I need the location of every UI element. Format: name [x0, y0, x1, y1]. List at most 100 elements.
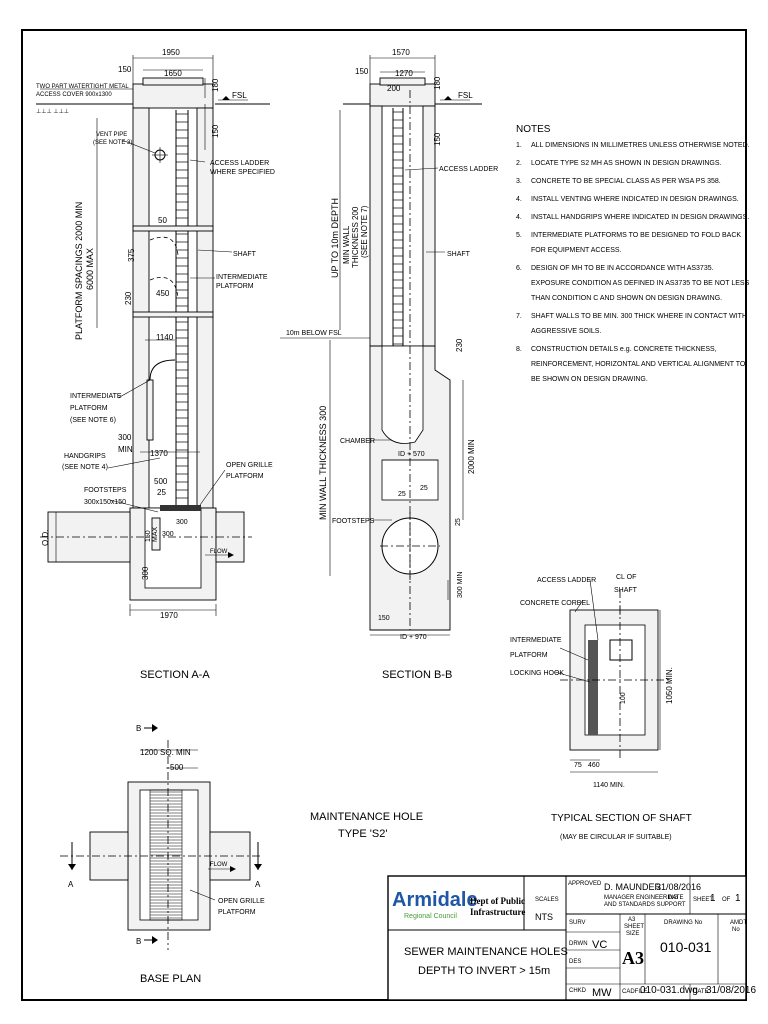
bb-below-fsl: 10m BELOW FSL — [286, 330, 342, 337]
note-line: ALL DIMENSIONS IN MILLIMETRES UNLESS OTH… — [531, 142, 750, 149]
center-title-1: MAINTENANCE HOLE — [310, 811, 423, 823]
bb-ladder-label: ACCESS LADDER — [439, 166, 498, 173]
note-number: 4. — [516, 196, 522, 203]
aa-dim-300d: 300 — [141, 566, 150, 580]
bb-dim-150c: 150 — [378, 615, 390, 622]
bp-title: BASE PLAN — [140, 973, 201, 985]
bb-footsteps: FOOTSTEPS — [332, 518, 375, 525]
note-number: 3. — [516, 178, 522, 185]
aa-vent-label-1: VENT PIPE — [96, 132, 127, 138]
note-line: INSTALL HANDGRIPS WHERE INDICATED IN DES… — [531, 214, 749, 221]
aa-dim-1970: 1970 — [160, 611, 178, 620]
bb-dim-150: 150 — [355, 67, 369, 76]
note-line: BE SHOWN ON DESIGN DRAWING. — [531, 376, 648, 383]
notes-block: NOTES 1. ALL DIMENSIONS IN MILLIMETRES UN… — [516, 124, 750, 383]
center-title-2: TYPE 'S2' — [338, 828, 387, 840]
bp-dim-500: 500 — [170, 763, 184, 772]
note-line: CONSTRUCTION DETAILS e.g. CONCRETE THICK… — [531, 346, 717, 353]
base-plan — [60, 724, 262, 950]
a3-label-2: SHEET — [624, 924, 644, 930]
note-line: CONCRETE TO BE SPECIAL CLASS AS PER WSA … — [531, 178, 721, 185]
aa-dim-450: 450 — [156, 289, 170, 298]
sheet-border — [21, 29, 747, 1001]
bb-dim-2000: 2000 MIN — [467, 439, 476, 474]
bb-dim-25b: 25 — [420, 485, 428, 492]
drwn-value: VC — [592, 939, 607, 951]
aa-dim-150: 150 — [118, 65, 132, 74]
shaft-dim-1140: 1140 MIN. — [593, 782, 625, 789]
bb-dim-25c: 25 — [455, 518, 462, 526]
note-number: 1. — [516, 142, 522, 149]
shaft-hook: LOCKING HOOK — [510, 670, 564, 677]
aa-footsteps-1: FOOTSTEPS — [84, 487, 127, 494]
aa-handgrips-2: (SEE NOTE 4) — [62, 464, 108, 471]
drawing-title-2: DEPTH TO INVERT > 15m — [418, 965, 550, 977]
shaft-cl-1: CL OF — [616, 574, 636, 581]
bb-shaft-label: SHAFT — [447, 251, 471, 258]
bb-dim-300min: 300 MIN — [457, 572, 464, 598]
bp-a-right: A — [255, 880, 261, 889]
aa-dim-230: 230 — [124, 291, 133, 305]
approved-name: D. MAUNDER — [604, 882, 662, 892]
base-plan-labels: B B A A 1200 SQ. MIN 500 FLOW OPEN GRILL… — [68, 724, 265, 985]
shaft-section-labels: ACCESS LADDER CL OF SHAFT CONCRETE CORBE… — [510, 574, 692, 841]
aa-spacing-label-2: 6000 MAX — [85, 248, 95, 290]
scales-label: SCALES — [535, 897, 559, 903]
aa-dim-min: MIN — [118, 445, 133, 454]
aa-flow: FLOW — [210, 549, 228, 555]
bp-dim-1200: 1200 SQ. MIN — [140, 748, 191, 757]
drwn-label: DRWN — [569, 941, 588, 947]
chkd-label: CHKD — [569, 988, 587, 994]
bb-wall-300: MIN WALL THICKNESS 300 — [318, 406, 328, 520]
shaft-ladder-label: ACCESS LADDER — [537, 577, 596, 584]
aa-dim-1650: 1650 — [164, 69, 182, 78]
bb-wall-label-2: THICKNESS 200 — [351, 206, 360, 268]
bb-wall-label-1: MIN WALL — [342, 225, 351, 264]
shaft-dim-100: 100 — [620, 692, 627, 704]
date2: 31/08/2016 — [706, 985, 756, 996]
note-line: THAN CONDITION C AND SHOWN ON DESIGN DRA… — [531, 295, 722, 302]
amdt-label-2: No — [732, 927, 740, 933]
aa-ladder-label-2: WHERE SPECIFIED — [210, 169, 275, 176]
typical-shaft-section — [554, 579, 672, 773]
dept-line-2: Infrastructure — [470, 907, 525, 917]
shaft-title-2: (MAY BE CIRCULAR IF SUITABLE) — [560, 834, 672, 841]
note-number: 5. — [516, 232, 522, 239]
note-line: SHAFT WALLS TO BE MIN. 300 THICK WHERE I… — [531, 313, 747, 320]
shaft-title-1: TYPICAL SECTION OF SHAFT — [551, 813, 692, 824]
aa-dim-375: 375 — [127, 248, 136, 262]
bb-id570: ID + 570 — [398, 451, 425, 458]
section-b-b — [280, 55, 482, 636]
bb-depth-label: UP TO 10m DEPTH — [330, 198, 340, 278]
shaft-dim-75: 75 — [574, 762, 582, 769]
bb-dim-230: 230 — [455, 338, 464, 352]
aa-grille-1: OPEN GRILLE — [226, 462, 273, 469]
shaft-dim-1050: 1050 MIN. — [665, 667, 674, 704]
shaft-int-1: INTERMEDIATE — [510, 637, 562, 644]
bb-dim-25: 25 — [398, 491, 406, 498]
section-b-b-labels: 1570 150 1270 200 180 FSL 150 ACCESS LAD… — [286, 48, 498, 681]
aa-dim-od: O.D. — [41, 530, 50, 546]
aa-platform-label-2: PLATFORM — [216, 283, 254, 290]
bb-dim-1570: 1570 — [392, 48, 410, 57]
des-label: DES — [569, 959, 581, 965]
bp-b-top: B — [136, 724, 141, 733]
notes-heading: NOTES — [516, 124, 551, 135]
chkd-value: MW — [592, 987, 612, 999]
drawing-no: 010-031 — [660, 939, 712, 955]
logo-name: Armidale — [392, 889, 478, 911]
a3-value: A3 — [622, 948, 644, 968]
bp-b-bottom: B — [136, 937, 141, 946]
a3-label-3: SIZE — [626, 931, 639, 937]
aa-dim-1140: 1140 — [156, 333, 174, 342]
note-number: 6. — [516, 265, 522, 272]
note-line: INSTALL VENTING WHERE INDICATED IN DESIG… — [531, 196, 739, 203]
bb-dim-150b: 150 — [433, 132, 442, 146]
date-label: DATE — [668, 895, 684, 901]
bb-dim-180: 180 — [433, 76, 442, 90]
aa-dim-1950: 1950 — [162, 48, 180, 57]
aa-dim-150b: 150 — [211, 124, 220, 138]
note-line: AGGRESSIVE SOILS. — [531, 328, 601, 335]
